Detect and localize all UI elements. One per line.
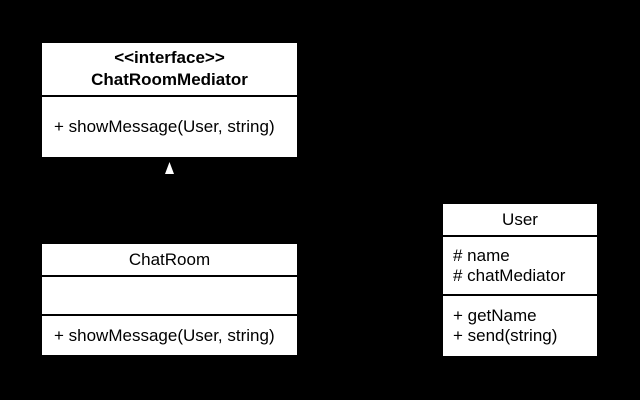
class-header-chatroommediator: <<interface>> ChatRoomMediator [42,43,297,97]
attribute-item: # name [453,245,510,265]
class-header-chatroom: ChatRoom [42,244,297,277]
class-box-chatroom: ChatRoom + showMessage(User, string) [40,242,299,357]
class-header-user: User [443,204,597,237]
method-item: + send(string) [453,326,558,345]
method-item: + getName [453,306,537,325]
realization-arrowhead-icon [165,162,174,174]
class-name-user: User [502,209,538,229]
class-box-user: User # name # chatMediator + getName + s… [441,202,599,358]
method-item: + showMessage(User, string) [54,117,275,136]
stereotype-label: <<interface>> [114,48,225,67]
method-item: + showMessage(User, string) [54,325,275,345]
attributes-compartment-user: # name # chatMediator [443,237,597,296]
methods-compartment-user: + getName + send(string) [443,296,597,356]
class-name-chatroommediator: ChatRoomMediator [91,70,248,89]
class-name-chatroom: ChatRoom [128,249,211,269]
class-box-chatroommediator: <<interface>> ChatRoomMediator + showMes… [40,41,299,159]
attributes-compartment-chatroom [42,277,297,316]
attribute-item: # chatMediator [453,265,566,285]
methods-compartment-chatroom: + showMessage(User, string) [42,316,297,355]
methods-compartment-chatroommediator: + showMessage(User, string) [42,97,297,157]
